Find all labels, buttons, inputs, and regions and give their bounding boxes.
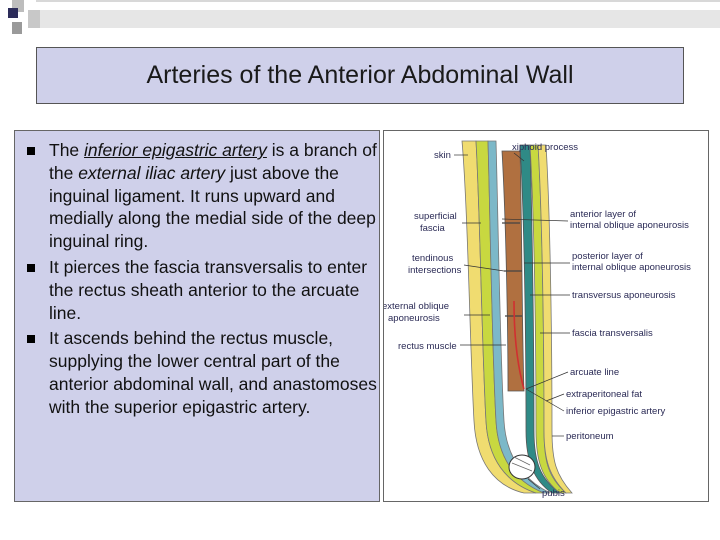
corner-decoration xyxy=(0,0,720,34)
label-rectus-muscle: rectus muscle xyxy=(398,341,457,352)
label-arcuate-line: arcuate line xyxy=(570,367,619,378)
label-superficial-fascia: superficial xyxy=(414,211,457,222)
inferior-epigastric-term: inferior epigastric artery xyxy=(84,140,267,160)
label-skin: skin xyxy=(434,150,451,161)
bullet-item: It pierces the fascia transversalis to e… xyxy=(15,256,381,324)
label-inferior-epigastric: inferior epigastric artery xyxy=(566,406,666,417)
label-posterior-layer-2: internal oblique aponeurosis xyxy=(572,262,691,273)
label-external-oblique: external oblique xyxy=(384,301,449,312)
label-fascia-transversalis: fascia transversalis xyxy=(572,328,653,339)
label-extraperitoneal: extraperitoneal fat xyxy=(566,389,642,400)
bullet-list: The inferior epigastric artery is a bran… xyxy=(15,139,381,419)
bullet-square-icon xyxy=(27,147,35,155)
inferior-epigastric-artery xyxy=(513,300,525,390)
anatomy-diagram: skin superficial fascia tendinous inters… xyxy=(383,130,709,502)
label-pubis: pubis xyxy=(542,488,565,499)
leader-lines xyxy=(454,152,570,490)
label-anterior-layer: anterior layer of xyxy=(570,209,636,220)
label-tendinous: tendinous xyxy=(412,253,453,264)
label-xiphoid: xiphoid process xyxy=(512,142,578,153)
slide-title: Arteries of the Anterior Abdominal Wall xyxy=(146,61,574,89)
bullet-item: The inferior epigastric artery is a bran… xyxy=(15,139,381,253)
bullet-item: It ascends behind the rectus muscle, sup… xyxy=(15,327,381,418)
pubis-hatch xyxy=(511,456,533,472)
external-iliac-term: external iliac artery xyxy=(78,162,226,183)
anatomy-diagram-svg: skin superficial fascia tendinous inters… xyxy=(384,140,691,499)
aponeurosis-layer xyxy=(487,140,551,494)
label-peritoneum: peritoneum xyxy=(566,431,614,442)
label-superficial-fascia-2: fascia xyxy=(420,223,446,234)
label-transversus: transversus aponeurosis xyxy=(572,290,676,301)
bullet-square-icon xyxy=(27,263,35,272)
label-tendinous-2: intersections xyxy=(408,265,462,276)
label-posterior-layer: posterior layer of xyxy=(572,251,643,262)
text-panel: The inferior epigastric artery is a bran… xyxy=(14,130,380,502)
title-box: Arteries of the Anterior Abdominal Wall xyxy=(36,47,684,104)
label-anterior-layer-2: internal oblique aponeurosis xyxy=(570,220,689,231)
label-external-oblique-2: aponeurosis xyxy=(388,313,440,324)
peritoneum-layer xyxy=(537,144,573,494)
bullet-square-icon xyxy=(27,335,35,344)
